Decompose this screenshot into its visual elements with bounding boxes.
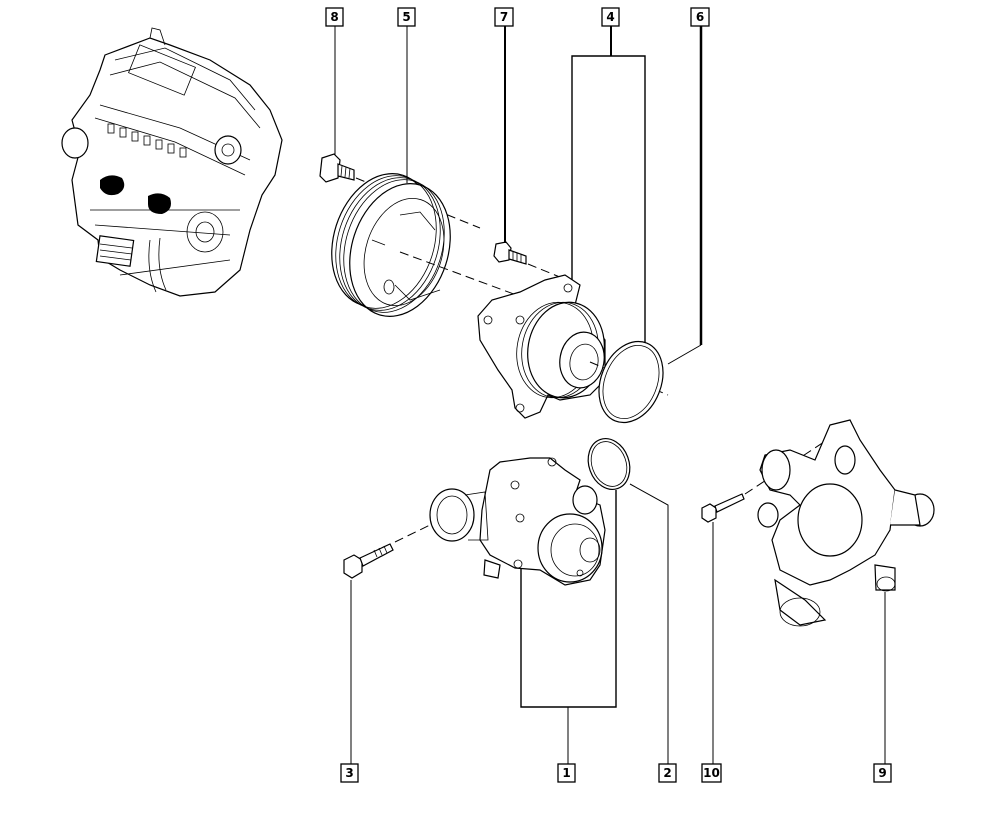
callout-label: 9 (878, 766, 886, 780)
bolt-7-illustration (493, 241, 527, 265)
callout-label: 5 (402, 10, 410, 24)
callout-10[interactable]: 10 (701, 763, 722, 783)
callout-label: 8 (330, 10, 338, 24)
engine-overview-illustration (61, 27, 283, 297)
callout-3[interactable]: 3 (340, 763, 359, 783)
bolt-10-illustration (701, 493, 745, 523)
callout-label: 10 (703, 766, 720, 780)
callout-label: 6 (696, 10, 704, 24)
callout-5[interactable]: 5 (397, 7, 416, 27)
callout-2[interactable]: 2 (658, 763, 677, 783)
callout-label: 3 (345, 766, 353, 780)
pulley-5-illustration (331, 173, 451, 317)
callout-1[interactable]: 1 (557, 763, 576, 783)
callout-8[interactable]: 8 (325, 7, 344, 27)
callout-label: 7 (500, 10, 508, 24)
callout-label: 4 (606, 10, 614, 24)
callout-6[interactable]: 6 (690, 7, 710, 27)
callout-label: 2 (663, 766, 671, 780)
leader-lines (334, 26, 886, 765)
seal-ring-2-illustration (587, 438, 631, 490)
callout-9[interactable]: 9 (873, 763, 892, 783)
callout-4[interactable]: 4 (601, 7, 620, 27)
water-outlet-housing-9-illustration (757, 419, 935, 627)
callout-7[interactable]: 7 (494, 7, 514, 27)
seal-ring-6-illustration (598, 340, 664, 424)
water-pump-4-illustration (477, 274, 606, 419)
thermostat-housing-1-illustration (429, 457, 606, 586)
callout-label: 1 (562, 766, 570, 780)
bolt-3-illustration (343, 543, 394, 579)
bolt-8-illustration (319, 153, 355, 183)
